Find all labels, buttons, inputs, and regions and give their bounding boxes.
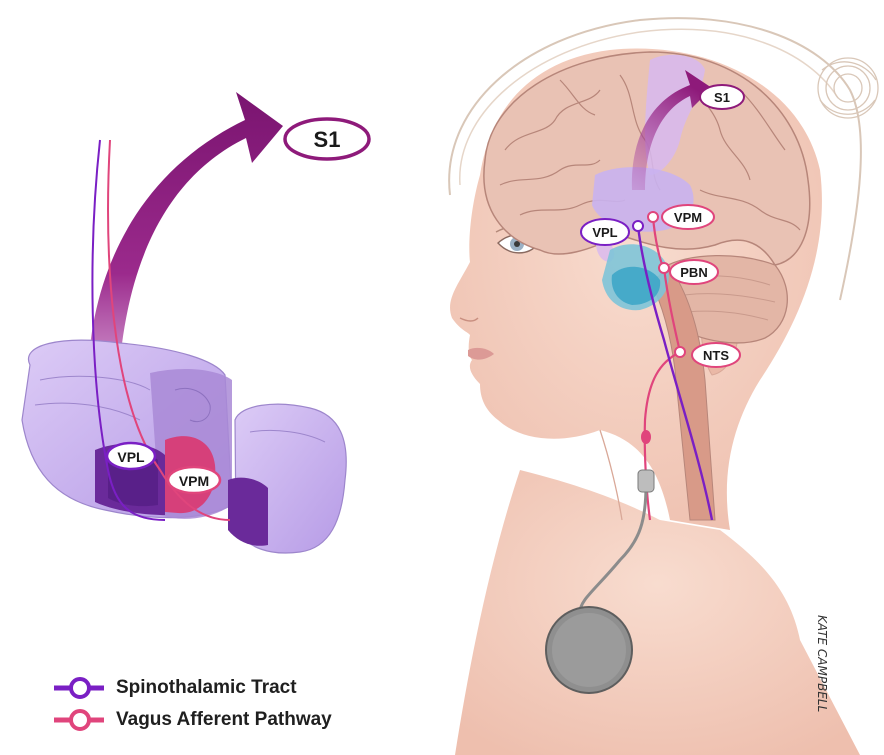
nts-label-text: NTS bbox=[703, 348, 729, 363]
head-illustration bbox=[449, 18, 878, 755]
artist-signature: KATE CAMPBELL bbox=[815, 615, 829, 712]
legend-item-spinothalamic: Spinothalamic Tract bbox=[50, 673, 410, 703]
vpl-region-right-block bbox=[228, 478, 268, 546]
vpm-label-right-text: VPM bbox=[674, 210, 702, 225]
legend-label-spinothalamic: Spinothalamic Tract bbox=[116, 677, 297, 699]
vpm-label-left: VPM bbox=[168, 467, 220, 493]
vns-electrode bbox=[638, 470, 654, 492]
shoulder bbox=[455, 470, 860, 755]
s1-label-large-text: S1 bbox=[314, 127, 341, 152]
vpl-label-right-text: VPL bbox=[592, 225, 617, 240]
s1-label-small: S1 bbox=[700, 85, 744, 109]
s1-label-large: S1 bbox=[285, 119, 369, 159]
s1-label-small-text: S1 bbox=[714, 90, 730, 105]
legend-label-vagus: Vagus Afferent Pathway bbox=[116, 709, 332, 731]
vpm-label-left-text: VPM bbox=[179, 473, 209, 489]
legend-item-vagus: Vagus Afferent Pathway bbox=[50, 705, 410, 735]
pbn-label-text: PBN bbox=[680, 265, 707, 280]
vpl-label-left-text: VPL bbox=[117, 449, 145, 465]
vpl-label-left: VPL bbox=[107, 443, 155, 469]
